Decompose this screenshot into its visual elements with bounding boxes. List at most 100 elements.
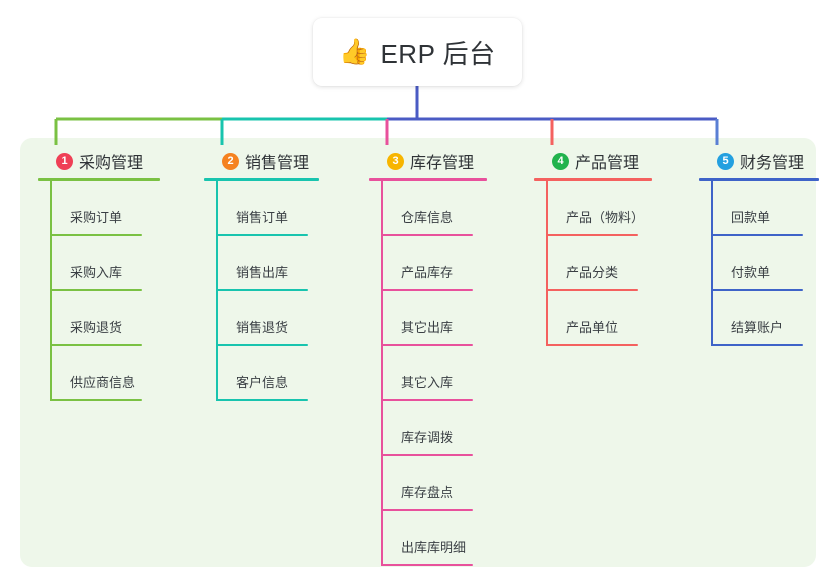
- list-item-rule: [216, 234, 308, 236]
- list-item-rule: [381, 564, 473, 566]
- column-title: 采购管理: [79, 155, 144, 172]
- thumbs-up-icon: 👍: [339, 37, 371, 66]
- column-spine: [381, 181, 383, 566]
- list-item[interactable]: 产品单位: [534, 291, 684, 346]
- list-item[interactable]: 采购退货: [38, 291, 188, 346]
- list-item[interactable]: 付款单: [699, 236, 839, 291]
- list-item[interactable]: 库存盘点: [369, 456, 519, 511]
- list-item-label: 出库库明细: [401, 540, 467, 555]
- list-item-rule: [381, 234, 473, 236]
- list-item-label: 其它出库: [401, 320, 454, 335]
- list-item-label: 库存调拨: [401, 430, 454, 445]
- column-badge-icon: 3: [387, 152, 404, 170]
- column-header-1[interactable]: 1 采购管理: [38, 150, 188, 172]
- list-item-rule: [546, 344, 638, 346]
- list-item-label: 采购退货: [70, 320, 123, 335]
- list-item[interactable]: 出库库明细: [369, 511, 519, 566]
- list-item-rule: [711, 344, 803, 346]
- list-item-label: 产品单位: [566, 320, 619, 335]
- list-item-label: 产品（物料）: [566, 210, 645, 225]
- column-header-rule: [369, 178, 487, 181]
- column-badge-icon: 5: [717, 152, 734, 170]
- list-item-rule: [546, 289, 638, 291]
- list-item-rule: [216, 289, 308, 291]
- column-header-5[interactable]: 5 财务管理: [699, 150, 839, 172]
- list-item[interactable]: 采购入库: [38, 236, 188, 291]
- list-item-rule: [50, 234, 142, 236]
- column-header-2[interactable]: 2 销售管理: [204, 150, 354, 172]
- list-item-rule: [711, 234, 803, 236]
- list-item-label: 销售出库: [236, 265, 289, 280]
- column-spine: [50, 181, 52, 401]
- column-title: 库存管理: [410, 155, 475, 172]
- column-badge-icon: 2: [222, 152, 239, 170]
- column-item-list: 仓库信息产品库存其它出库其它入库库存调拨库存盘点出库库明细: [369, 181, 519, 566]
- list-item-rule: [546, 234, 638, 236]
- column-header-rule: [38, 178, 160, 181]
- column-item-list: 产品（物料） 产品分类产品单位: [534, 181, 684, 346]
- list-item[interactable]: 供应商信息: [38, 346, 188, 401]
- column-header-rule: [534, 178, 652, 181]
- list-item[interactable]: 产品库存: [369, 236, 519, 291]
- list-item-rule: [216, 344, 308, 346]
- list-item-label: 销售订单: [236, 210, 289, 225]
- list-item-label: 产品分类: [566, 265, 619, 280]
- column-item-list: 回款单付款单结算账户: [699, 181, 839, 346]
- list-item[interactable]: 采购订单: [38, 181, 188, 236]
- list-item-label: 采购订单: [70, 210, 123, 225]
- column-title: 财务管理: [740, 155, 805, 172]
- list-item-rule: [381, 454, 473, 456]
- list-item-rule: [50, 344, 142, 346]
- column-header-4[interactable]: 4 产品管理: [534, 150, 684, 172]
- column-item-list: 销售订单销售出库销售退货客户信息: [204, 181, 354, 401]
- list-item-label: 供应商信息: [70, 375, 136, 390]
- column-badge-icon: 1: [56, 152, 73, 170]
- list-item[interactable]: 销售退货: [204, 291, 354, 346]
- list-item[interactable]: 销售出库: [204, 236, 354, 291]
- list-item-rule: [381, 289, 473, 291]
- list-item-rule: [50, 399, 142, 401]
- list-item[interactable]: 其它入库: [369, 346, 519, 401]
- column-title: 产品管理: [575, 155, 640, 172]
- column-header-rule: [699, 178, 819, 181]
- list-item-label: 产品库存: [401, 265, 454, 280]
- column-4: 4 产品管理产品（物料） 产品分类产品单位: [534, 150, 684, 346]
- column-header-rule: [204, 178, 319, 181]
- list-item[interactable]: 回款单: [699, 181, 839, 236]
- list-item[interactable]: 其它出库: [369, 291, 519, 346]
- list-item-rule: [50, 289, 142, 291]
- column-2: 2 销售管理销售订单销售出库销售退货客户信息: [204, 150, 354, 401]
- column-badge-icon: 4: [552, 152, 569, 170]
- list-item-label: 回款单: [731, 210, 771, 225]
- list-item[interactable]: 销售订单: [204, 181, 354, 236]
- list-item-rule: [216, 399, 308, 401]
- column-5: 5 财务管理回款单付款单结算账户: [699, 150, 839, 346]
- list-item-rule: [381, 344, 473, 346]
- list-item-label: 库存盘点: [401, 485, 454, 500]
- list-item-label: 销售退货: [236, 320, 289, 335]
- column-spine: [216, 181, 218, 401]
- list-item-label: 其它入库: [401, 375, 454, 390]
- list-item-rule: [711, 289, 803, 291]
- list-item[interactable]: 结算账户: [699, 291, 839, 346]
- list-item-label: 结算账户: [731, 320, 784, 335]
- column-title: 销售管理: [245, 155, 310, 172]
- list-item-label: 仓库信息: [401, 210, 454, 225]
- list-item[interactable]: 产品分类: [534, 236, 684, 291]
- list-item[interactable]: 客户信息: [204, 346, 354, 401]
- column-3: 3 库存管理仓库信息产品库存其它出库其它入库库存调拨库存盘点出库库明细: [369, 150, 519, 566]
- column-item-list: 采购订单采购入库采购退货供应商信息: [38, 181, 188, 401]
- list-item[interactable]: 库存调拨: [369, 401, 519, 456]
- diagram-panel: [20, 138, 816, 567]
- list-item-rule: [381, 399, 473, 401]
- column-header-3[interactable]: 3 库存管理: [369, 150, 519, 172]
- list-item-label: 付款单: [731, 265, 771, 280]
- column-spine: [546, 181, 548, 346]
- root-title: ERP 后台: [380, 38, 496, 69]
- list-item[interactable]: 仓库信息: [369, 181, 519, 236]
- column-1: 1 采购管理采购订单采购入库采购退货供应商信息: [38, 150, 188, 401]
- root-node[interactable]: 👍 ERP 后台: [313, 18, 522, 86]
- list-item[interactable]: 产品（物料）: [534, 181, 684, 236]
- column-spine: [711, 181, 713, 346]
